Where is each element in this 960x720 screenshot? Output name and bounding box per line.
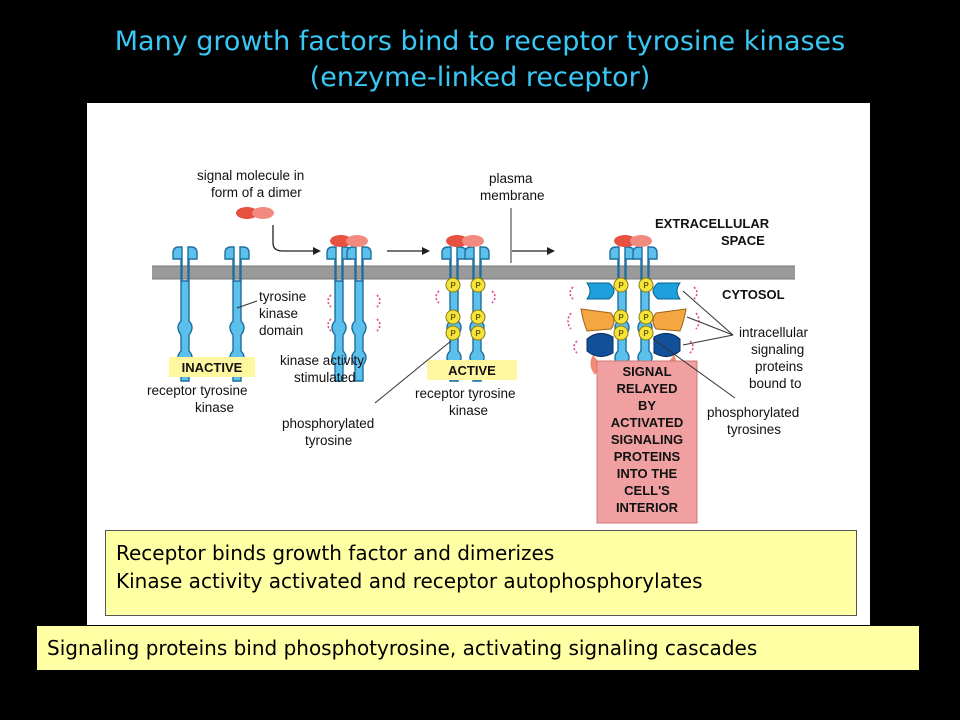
plasma-label-1: plasma (489, 171, 533, 186)
receptor-kinase-label-1b: kinase (195, 400, 234, 415)
svg-text:P: P (475, 313, 481, 322)
svg-text:P: P (450, 281, 456, 290)
summary-line-2: Kinase activity activated and receptor a… (116, 569, 703, 593)
phosphorylated-tyrosine-label-2: tyrosine (305, 433, 352, 448)
extracellular-label-1: EXTRACELLULAR (655, 216, 770, 231)
kinase-domain-label-2: kinase (259, 306, 298, 321)
signal-relayed-text: SIGNAL RELAYED BY ACTIVATED SIGNALING PR… (611, 364, 683, 515)
signal-relayed-box (596, 360, 698, 524)
phosphorylated-tyrosines-label-2: tyrosines (727, 422, 781, 437)
signal-molecule-label-2: form of a dimer (211, 185, 302, 200)
svg-text:P: P (643, 281, 649, 290)
svg-text:INTERIOR: INTERIOR (616, 500, 679, 515)
svg-text:P: P (643, 313, 649, 322)
kinase-stimulated-label-2: stimulated (294, 370, 356, 385)
svg-text:SIGNAL: SIGNAL (622, 364, 671, 379)
cytosol-label: CYTOSOL (722, 287, 785, 302)
intracellular-label-2: signaling (751, 342, 804, 357)
plasma-label-2: membrane (480, 188, 545, 203)
intracellular-label-3: proteins (755, 359, 803, 374)
svg-text:P: P (475, 281, 481, 290)
intracellular-label-1: intracellular (739, 325, 809, 340)
kinase-stimulated-label-1: kinase activity (280, 353, 364, 368)
phosphorylated-tyrosines-label-1: phosphorylated (707, 405, 799, 420)
svg-text:P: P (450, 313, 456, 322)
intracellular-label-4: bound to (749, 376, 802, 391)
svg-text:P: P (475, 329, 481, 338)
svg-text:RELAYED: RELAYED (617, 381, 678, 396)
receptor-kinase-label-2b: kinase (449, 403, 488, 418)
kinase-domain-label-3: domain (259, 323, 303, 338)
svg-text:P: P (618, 281, 624, 290)
svg-text:INTO THE: INTO THE (617, 466, 678, 481)
summary-line-1: Receptor binds growth factor and dimeriz… (116, 541, 555, 565)
svg-text:P: P (450, 329, 456, 338)
title-line-2: (enzyme-linked receptor) (309, 62, 651, 93)
svg-text:P: P (643, 329, 649, 338)
receptor-kinase-label-1a: receptor tyrosine (147, 383, 248, 398)
signaling-complex: P P P P P P (567, 235, 700, 382)
svg-text:SIGNALING: SIGNALING (611, 432, 683, 447)
signaling-caption: Signaling proteins bind phosphotyrosine,… (37, 626, 919, 670)
svg-text:P: P (618, 313, 624, 322)
signal-molecule-dimer (236, 207, 274, 219)
receptor-kinase-label-2a: receptor tyrosine (415, 386, 516, 401)
svg-text:CELL'S: CELL'S (624, 483, 670, 498)
active-label: ACTIVE (448, 363, 496, 378)
signal-molecule-label-1: signal molecule in (197, 168, 304, 183)
svg-text:PROTEINS: PROTEINS (614, 449, 681, 464)
svg-text:ACTIVATED: ACTIVATED (611, 415, 683, 430)
inactive-label: INACTIVE (182, 360, 243, 375)
summary-box: Receptor binds growth factor and dimeriz… (105, 530, 857, 616)
phosphorylated-tyrosine-label-1: phosphorylated (282, 416, 374, 431)
receptor-diagram: P P P P P P P P P P P P (147, 168, 809, 524)
svg-text:BY: BY (638, 398, 656, 413)
kinase-domain-label-1: tyrosine (259, 289, 306, 304)
slide-title: Many growth factors bind to receptor tyr… (0, 24, 960, 96)
active-receptor-pair: P P P P P P (435, 235, 496, 382)
title-line-1: Many growth factors bind to receptor tyr… (114, 26, 846, 57)
svg-text:P: P (618, 329, 624, 338)
extracellular-label-2: SPACE (721, 233, 765, 248)
